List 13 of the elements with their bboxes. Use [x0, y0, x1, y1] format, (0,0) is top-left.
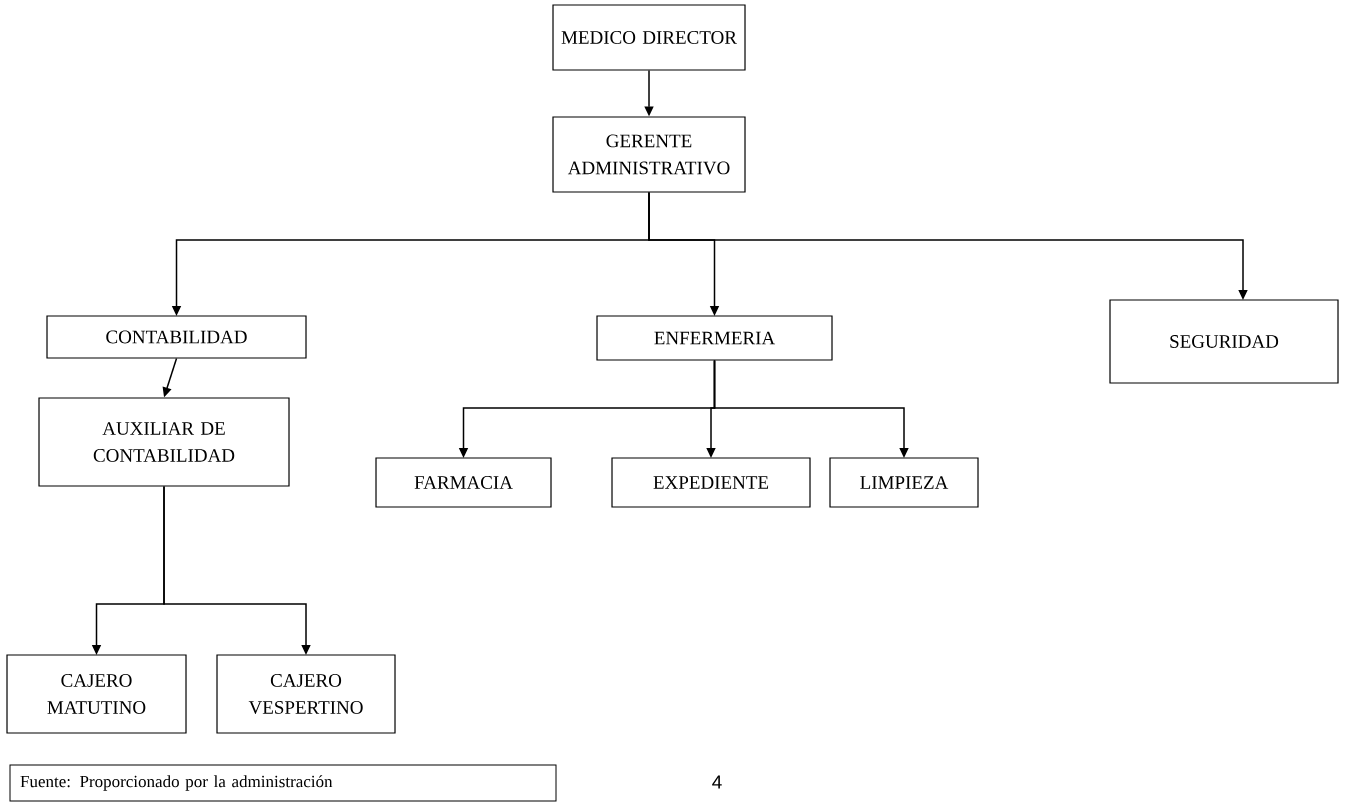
org-box: SEGURIDAD [1109, 299, 1339, 384]
org-box: FARMACIA [375, 457, 552, 508]
org-box: ENFERMERIA [596, 315, 833, 361]
page-number: 4 [712, 775, 722, 789]
org-box: GERENTE ADMINISTRATIVO [552, 116, 746, 193]
org-box: CAJERO MATUTINO [6, 654, 187, 734]
org-box: EXPEDIENTE [611, 457, 811, 508]
source-note-box: Fuente: Proporcionado por la administración [9, 764, 557, 802]
org-box: MEDICO DIRECTOR [552, 4, 746, 71]
org-box: LIMPIEZA [829, 457, 979, 508]
org-box: AUXILIAR DE CONTABILIDAD [38, 397, 290, 487]
org-box: CAJERO VESPERTINO [216, 654, 396, 734]
org-box: CONTABILIDAD [46, 315, 307, 359]
